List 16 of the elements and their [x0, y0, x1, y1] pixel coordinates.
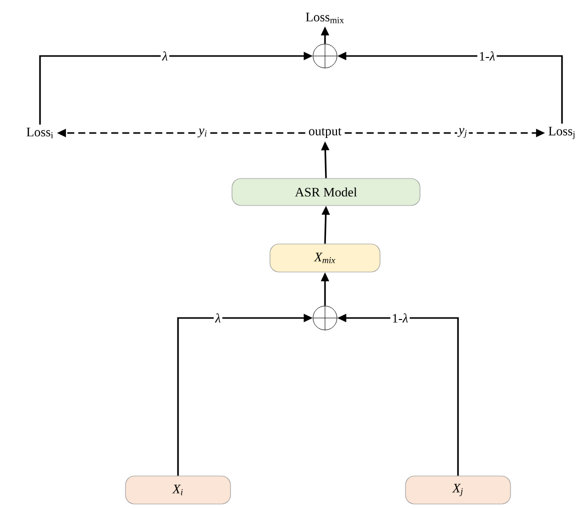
edge-label: 1-λ [477, 50, 497, 62]
edge-label: y$_{j}$ [457, 126, 469, 140]
process-box: ASR Model [232, 178, 420, 206]
text-label: Loss$_{i}$ [26, 128, 54, 138]
edge-label: y$_{i}$ [197, 127, 209, 139]
summation-circle [312, 44, 338, 68]
summation-circle [312, 306, 338, 330]
text-label: Loss$_{mix}$ [306, 12, 344, 24]
text-label: output [308, 128, 342, 138]
process-box: X$_{mix}$ [270, 244, 380, 272]
process-box: X$_{j}$ [405, 476, 511, 504]
edge-label: λ [160, 50, 170, 62]
edge-label: 1-λ [390, 312, 410, 324]
text-label: Loss$_{j}$ [548, 126, 574, 140]
process-box: X$_{i}$ [125, 476, 231, 504]
edge-label: λ [214, 312, 222, 324]
